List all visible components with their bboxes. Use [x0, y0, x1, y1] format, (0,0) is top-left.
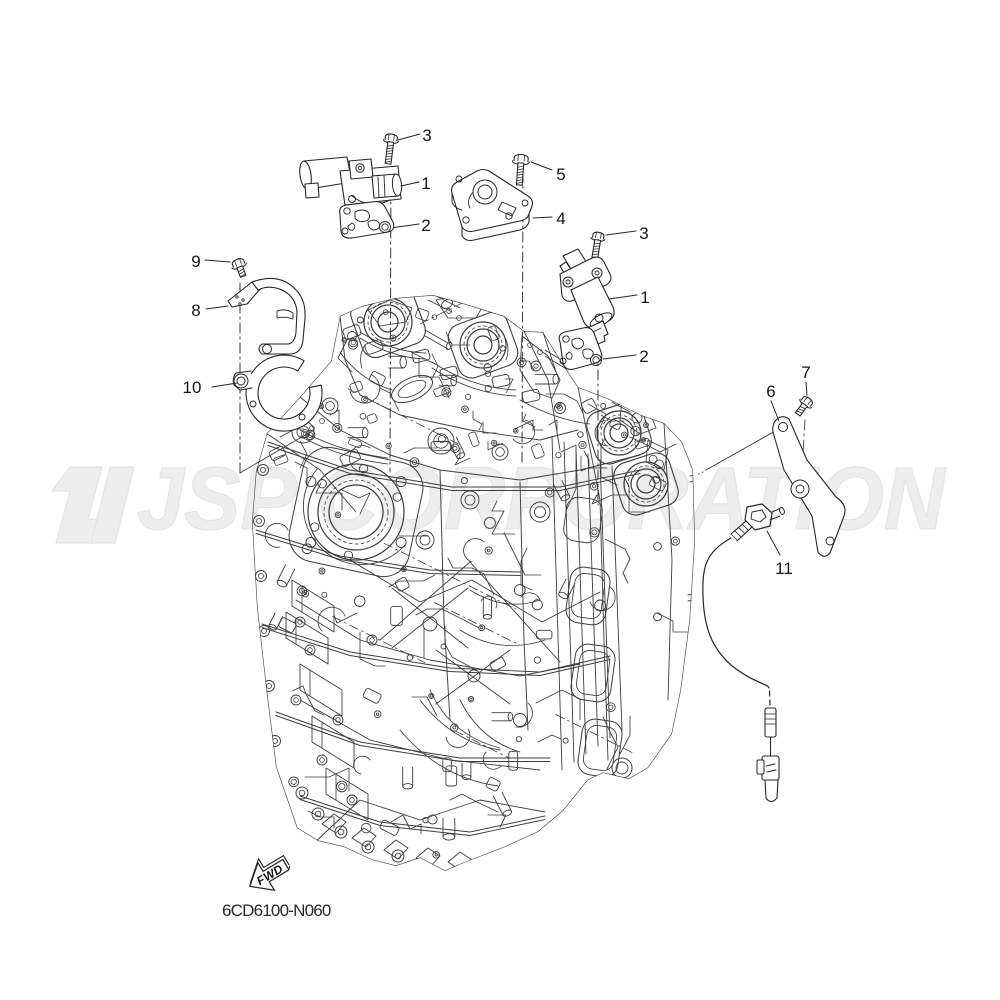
- svg-text:3: 3: [422, 126, 431, 145]
- svg-text:8: 8: [191, 301, 200, 320]
- svg-text:9: 9: [191, 252, 200, 271]
- svg-text:5: 5: [556, 165, 565, 184]
- svg-text:2: 2: [639, 347, 648, 366]
- svg-text:4: 4: [556, 209, 565, 228]
- svg-text:6CD6100-N060: 6CD6100-N060: [222, 901, 331, 920]
- svg-text:7: 7: [801, 363, 810, 382]
- svg-text:11: 11: [775, 559, 793, 578]
- svg-text:1: 1: [421, 174, 430, 193]
- svg-text:1: 1: [640, 288, 649, 307]
- svg-text:3: 3: [639, 224, 648, 243]
- svg-text:2: 2: [421, 216, 430, 235]
- svg-text:10: 10: [183, 378, 202, 397]
- svg-text:6: 6: [766, 382, 775, 401]
